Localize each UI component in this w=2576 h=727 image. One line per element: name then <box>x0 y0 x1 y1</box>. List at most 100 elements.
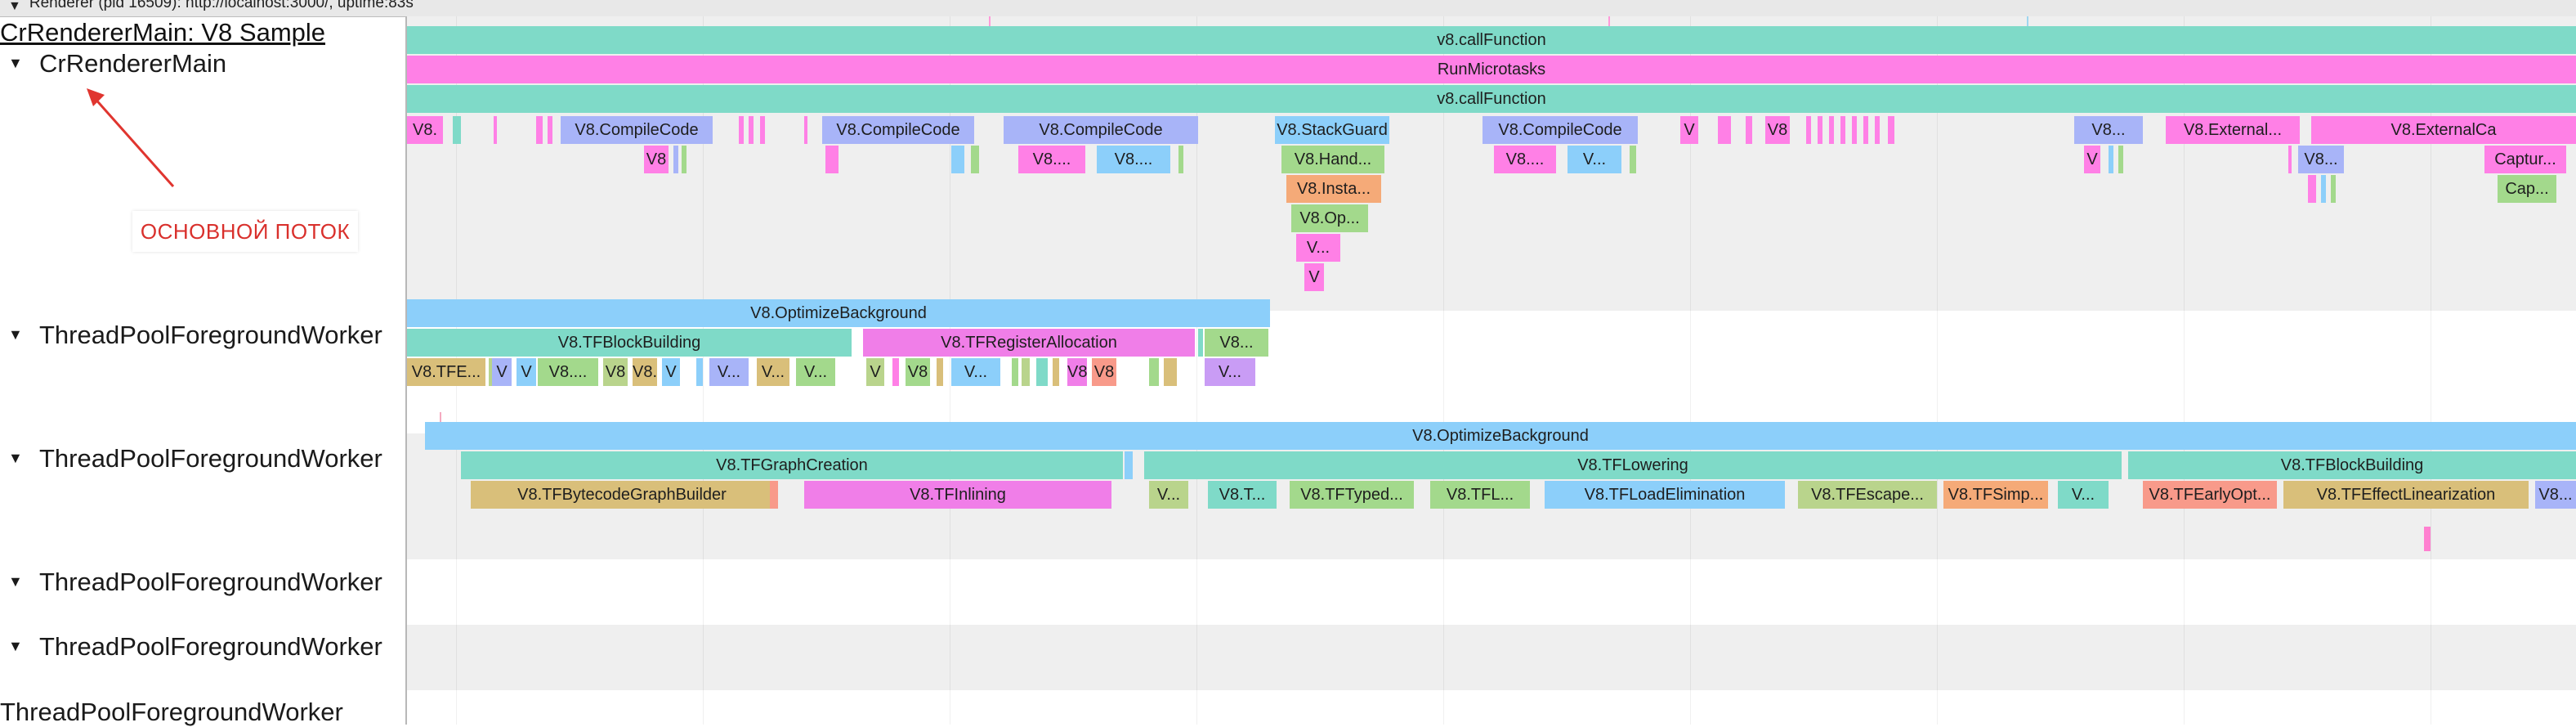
trace-event[interactable]: V8.TFE... <box>407 358 485 386</box>
trace-event[interactable]: V8.... <box>1097 146 1170 173</box>
trace-event[interactable] <box>1852 116 1857 144</box>
trace-event[interactable]: RunMicrotasks <box>407 56 2576 83</box>
trace-event[interactable] <box>770 481 778 509</box>
trace-event[interactable] <box>825 146 839 173</box>
trace-event[interactable] <box>2118 146 2123 173</box>
thread-label-worker-2[interactable]: ▼ThreadPoolForegroundWorker <box>8 444 382 475</box>
thread-label-worker-4[interactable]: ▼ThreadPoolForegroundWorker <box>8 632 382 663</box>
trace-event[interactable]: V <box>517 358 536 386</box>
trace-event[interactable] <box>1178 146 1183 173</box>
trace-event[interactable]: V... <box>709 358 749 386</box>
trace-event[interactable] <box>1125 451 1133 479</box>
trace-event[interactable] <box>749 116 754 144</box>
trace-event[interactable]: V... <box>1296 234 1340 262</box>
trace-event[interactable] <box>2308 175 2316 203</box>
trace-event[interactable]: v8.callFunction <box>407 26 2576 54</box>
trace-event[interactable]: V8.CompileCode <box>561 116 713 144</box>
trace-event[interactable]: V8.Insta... <box>1286 175 1381 203</box>
trace-event[interactable]: V... <box>796 358 835 386</box>
trace-event[interactable] <box>971 146 979 173</box>
trace-event[interactable]: V8.TFBytecodeGraphBuilder <box>471 481 773 509</box>
trace-event[interactable]: V8.CompileCode <box>822 116 974 144</box>
trace-event[interactable]: V8.ExternalCa <box>2311 116 2576 144</box>
trace-event[interactable]: V <box>1680 116 1698 144</box>
trace-event[interactable] <box>696 358 703 386</box>
trace-event[interactable]: V8.T... <box>1208 481 1277 509</box>
trace-event[interactable] <box>2321 175 2326 203</box>
trace-event[interactable]: V8... <box>2074 116 2143 144</box>
trace-event[interactable] <box>1875 116 1880 144</box>
thread-label-worker-5[interactable]: ThreadPoolForegroundWorker <box>0 698 343 726</box>
trace-event[interactable]: V8.TFEffectLinearization <box>2283 481 2529 509</box>
trace-event[interactable] <box>548 116 552 144</box>
trace-event[interactable] <box>1630 146 1636 173</box>
section-title[interactable]: CrRendererMain: V8 Sample <box>0 18 326 47</box>
trace-event[interactable]: V8 <box>1067 358 1087 386</box>
trace-event[interactable] <box>1829 116 1834 144</box>
trace-event[interactable]: V <box>1304 263 1324 291</box>
trace-event[interactable]: V... <box>1205 358 1255 386</box>
trace-event[interactable] <box>1840 116 1845 144</box>
trace-event[interactable]: V8.External... <box>2166 116 2300 144</box>
collapse-triangle-icon[interactable]: ▼ <box>8 0 21 13</box>
trace-event[interactable]: V8.OptimizeBackground <box>407 299 1270 327</box>
trace-event[interactable]: V <box>2084 146 2100 173</box>
trace-event[interactable] <box>1022 358 1030 386</box>
trace-event[interactable]: V8.TFBlockBuilding <box>407 329 852 357</box>
trace-event[interactable] <box>453 116 461 144</box>
trace-event[interactable] <box>1746 116 1752 144</box>
trace-event[interactable] <box>1888 116 1894 144</box>
expand-triangle-icon[interactable]: ▼ <box>8 572 23 590</box>
trace-event[interactable]: V8.TFEarlyOpt... <box>2143 481 2277 509</box>
trace-event[interactable] <box>739 116 744 144</box>
trace-event[interactable] <box>804 116 807 144</box>
trace-event[interactable]: V8. <box>407 116 443 144</box>
panel-divider[interactable] <box>405 16 407 725</box>
thread-label-worker-1[interactable]: ▼ThreadPoolForegroundWorker <box>8 321 382 352</box>
trace-event[interactable]: V8.TFBlockBuilding <box>2128 451 2576 479</box>
trace-event[interactable] <box>1053 358 1059 386</box>
trace-event[interactable]: V8.TFEscape... <box>1798 481 1937 509</box>
trace-event[interactable] <box>1818 116 1822 144</box>
trace-event[interactable]: V8.... <box>1494 146 1556 173</box>
trace-event[interactable]: V8.Hand... <box>1281 146 1384 173</box>
trace-event[interactable] <box>673 146 678 173</box>
trace-event[interactable] <box>1164 358 1177 386</box>
trace-event[interactable] <box>1012 358 1018 386</box>
trace-event[interactable]: V8 <box>1765 116 1790 144</box>
trace-event[interactable] <box>1863 116 1868 144</box>
trace-event[interactable]: V8.... <box>1018 146 1085 173</box>
trace-event[interactable] <box>2109 146 2113 173</box>
trace-event[interactable]: V8.OptimizeBackground <box>425 422 2576 450</box>
trace-event[interactable] <box>1806 116 1811 144</box>
trace-event[interactable]: V8.StackGuard <box>1275 116 1389 144</box>
trace-event[interactable]: V8.CompileCode <box>1004 116 1198 144</box>
trace-event[interactable]: V8 <box>1092 358 1116 386</box>
trace-event[interactable]: V <box>662 358 680 386</box>
trace-event[interactable]: V... <box>1568 146 1621 173</box>
trace-event[interactable]: V8... <box>2535 481 2576 509</box>
trace-event[interactable] <box>536 116 543 144</box>
trace-event[interactable]: V... <box>951 358 1000 386</box>
trace-event[interactable]: V8... <box>1205 329 1268 357</box>
trace-event[interactable]: v8.callFunction <box>407 85 2576 113</box>
trace-event[interactable]: V8.... <box>538 358 598 386</box>
trace-event[interactable] <box>682 146 686 173</box>
trace-event[interactable] <box>760 116 765 144</box>
expand-triangle-icon[interactable]: ▼ <box>8 449 23 466</box>
trace-event[interactable] <box>2288 146 2292 173</box>
trace-event[interactable] <box>494 116 497 144</box>
trace-event[interactable]: V8... <box>2298 146 2344 173</box>
trace-event[interactable]: V8.CompileCode <box>1483 116 1638 144</box>
thread-label-worker-3[interactable]: ▼ThreadPoolForegroundWorker <box>8 568 382 599</box>
trace-event[interactable] <box>2331 175 2336 203</box>
trace-event[interactable] <box>1036 358 1048 386</box>
trace-event[interactable]: V8 <box>603 358 628 386</box>
trace-event[interactable]: V8 <box>906 358 930 386</box>
trace-event[interactable] <box>937 358 943 386</box>
trace-event[interactable] <box>1149 358 1159 386</box>
trace-event[interactable] <box>1718 116 1731 144</box>
expand-triangle-icon[interactable]: ▼ <box>8 54 23 71</box>
expand-triangle-icon[interactable]: ▼ <box>8 325 23 343</box>
